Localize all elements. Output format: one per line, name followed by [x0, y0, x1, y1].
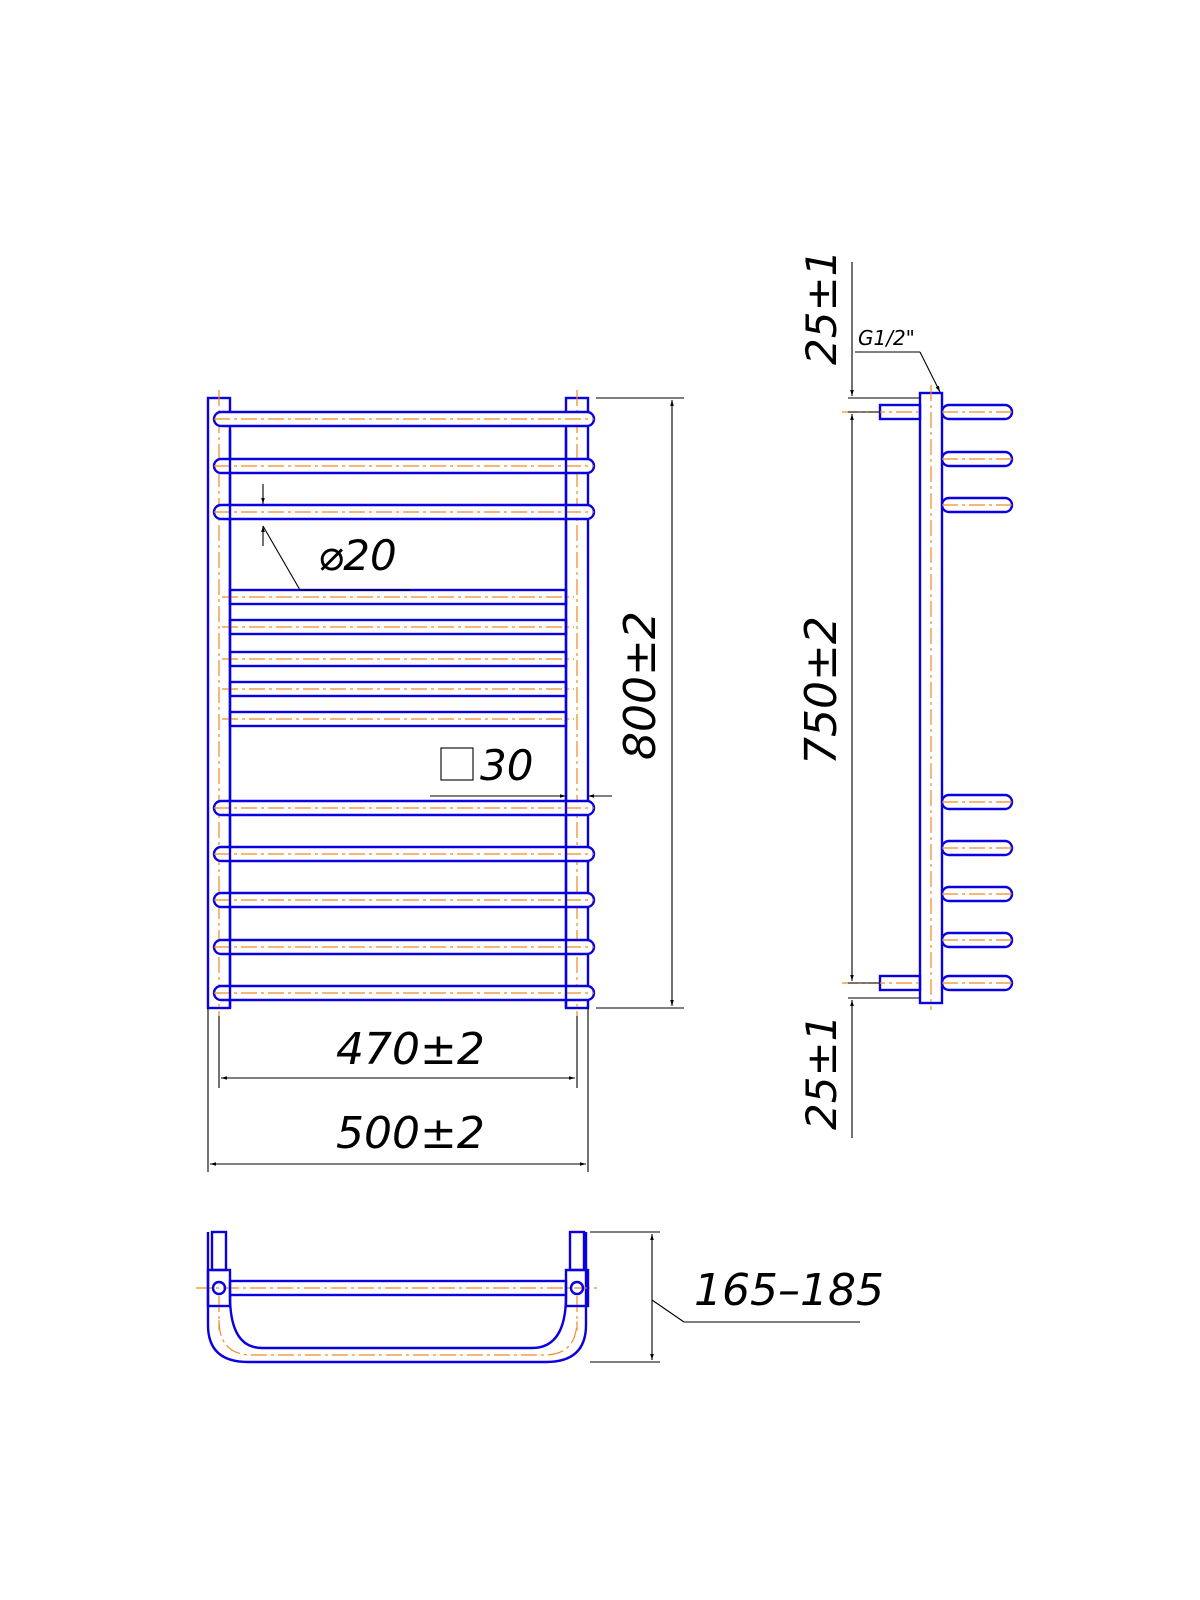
depth-dimension: 165–185 [590, 1231, 884, 1363]
left-connector [206, 1268, 232, 1308]
side-bar-stubs [940, 403, 1014, 992]
left-connector-port [211, 1280, 227, 1296]
front-view: ⌀20 30 800±2 470±2 500±2 [206, 390, 684, 1172]
height-label: 800±2 [615, 611, 666, 760]
depth-label: 165–185 [694, 1265, 884, 1316]
top-offset-label: 25±1 [797, 250, 846, 365]
thread-callout: G1/2" [855, 326, 941, 393]
pipe-diameter-label: ⌀20 [318, 531, 397, 580]
crossbar-axes [214, 418, 594, 994]
thread-label: G1/2" [858, 326, 915, 350]
pipe-diameter-callout: ⌀20 [261, 484, 410, 591]
height-dimension: 800±2 [596, 397, 684, 1009]
square-profile-label: 30 [480, 741, 533, 790]
right-connector [564, 1268, 590, 1308]
square-profile-callout: 30 [430, 741, 612, 798]
right-stub [568, 1230, 586, 1272]
total-width-dimension: 500±2 [207, 1008, 589, 1172]
square-profile-bars [222, 588, 574, 728]
total-width-label: 500±2 [336, 1108, 485, 1159]
top-view: 165–185 [196, 1230, 884, 1364]
axis-width-dimension: 470±2 [218, 1016, 578, 1088]
axis-spacing-label: 750±2 [796, 616, 847, 765]
u-frame-outer [206, 1232, 588, 1364]
axis-width-label: 470±2 [336, 1024, 485, 1075]
u-frame-inner [228, 1295, 568, 1350]
bottom-offset-label: 25±1 [797, 1015, 846, 1130]
right-connector-port [569, 1280, 585, 1296]
side-view: G1/2" 25±1 750±2 25±1 [796, 250, 1014, 1138]
square-symbol [440, 747, 474, 781]
left-stub [210, 1230, 228, 1272]
